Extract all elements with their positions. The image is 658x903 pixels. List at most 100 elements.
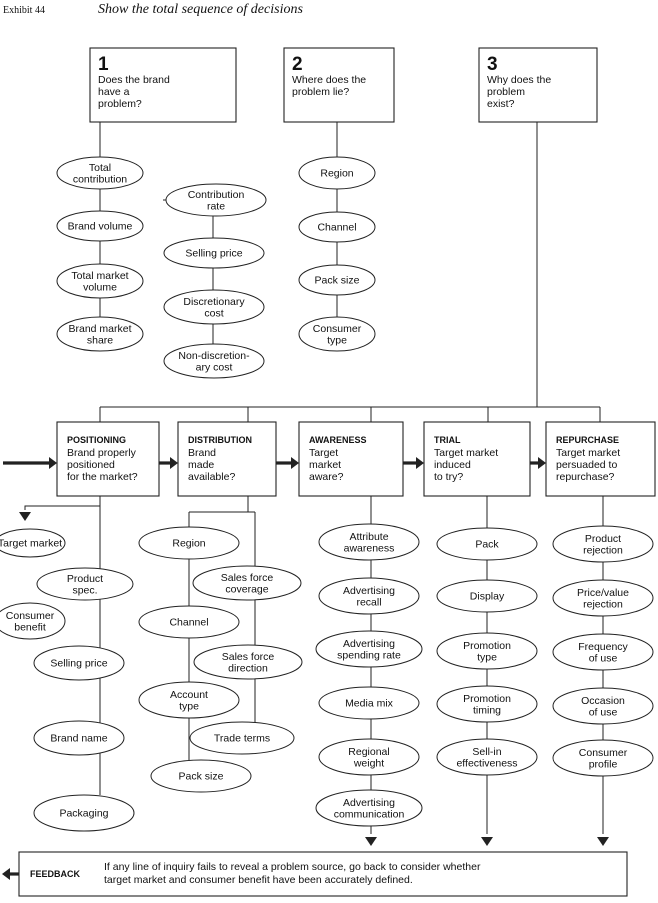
factor-ellipse <box>0 602 66 640</box>
factor-ellipse <box>315 789 423 827</box>
node-text-line: to try? <box>434 471 463 483</box>
node-text-line: Packaging <box>59 808 108 820</box>
stage-heading: AWARENESS <box>309 435 367 445</box>
factor-ellipse <box>552 579 654 617</box>
node-text-line: spec. <box>72 584 97 596</box>
factor-ellipse <box>138 681 240 719</box>
factor-ellipse <box>318 523 420 561</box>
factor-distribution-trade-terms: Trade terms <box>189 721 295 755</box>
node-text-line: Target market <box>0 538 62 550</box>
stage-box-frame <box>177 421 277 497</box>
stage-box-frame <box>56 421 160 497</box>
factor-positioning-selling-price: Selling price <box>33 645 125 681</box>
factor-ellipse <box>298 156 376 190</box>
node-text-line: Sales force <box>222 651 275 663</box>
factor-distribution-region: Region <box>138 526 240 560</box>
factor-q2-channel: Channel <box>298 211 376 243</box>
node-text-line: Sales force <box>221 572 274 584</box>
node-text-line: Consumer <box>6 610 55 622</box>
node-text-line: exist? <box>487 98 515 110</box>
arrow-right-icon <box>538 457 546 469</box>
node-text-line: Contribution <box>188 189 245 201</box>
arrow-down-icon <box>481 837 493 846</box>
exhibit-title: Show the total sequence of decisions <box>98 2 303 17</box>
node-text-line: Target <box>309 447 338 459</box>
node-text-line: Pack <box>475 539 499 551</box>
arrow-right-icon <box>291 457 299 469</box>
node-text-line: have a <box>98 86 130 98</box>
question-number: 3 <box>487 54 498 75</box>
stage-heading: DISTRIBUTION <box>188 435 252 445</box>
factor-ellipse <box>298 211 376 243</box>
factor-distribution-channel: Channel <box>138 605 240 639</box>
factor-ellipse <box>193 644 303 680</box>
node-text-line: Consumer <box>579 747 628 759</box>
factor-q1-selling-price: Selling price <box>163 237 265 269</box>
stage-heading: REPURCHASE <box>556 435 619 445</box>
node-text-line: type <box>477 651 497 663</box>
node-text-line: Price/value <box>577 587 629 599</box>
factor-ellipse <box>138 526 240 560</box>
feedback-label: FEEDBACK <box>30 869 81 879</box>
factor-ellipse <box>56 210 144 242</box>
connector-line <box>24 505 100 510</box>
question-box-frame <box>89 47 237 123</box>
node-text-line: induced <box>434 459 471 471</box>
factor-trial-pack: Pack <box>436 527 538 561</box>
factor-ellipse <box>436 527 538 561</box>
node-text-line: Regional <box>348 746 389 758</box>
factor-distribution-pack-size: Pack size <box>150 759 252 793</box>
node-text-line: Advertising <box>343 638 395 650</box>
factor-ellipse <box>436 685 538 723</box>
factor-q2-pack-size: Pack size <box>298 264 376 296</box>
arrow-right-icon <box>170 457 178 469</box>
arrow-left-icon <box>2 868 10 880</box>
node-text-line: awareness <box>344 542 395 554</box>
factor-ellipse <box>150 759 252 793</box>
factor-positioning-brand-name: Brand name <box>33 720 125 756</box>
factor-ellipse <box>318 577 420 615</box>
node-text-line: direction <box>228 662 268 674</box>
factor-ellipse <box>315 630 423 668</box>
factor-ellipse <box>163 343 265 379</box>
factor-q1-brand-volume: Brand volume <box>56 210 144 242</box>
factor-ellipse <box>163 237 265 269</box>
arrow-right-icon <box>49 457 57 469</box>
node-text-line: Product <box>585 533 621 545</box>
node-text-line: coverage <box>225 583 268 595</box>
arrow-down-icon <box>19 512 31 521</box>
node-text-line: of use <box>589 706 618 718</box>
factor-ellipse <box>436 738 538 776</box>
factor-ellipse <box>298 316 376 352</box>
node-text-line: spending rate <box>337 649 401 661</box>
node-text-line: Product <box>67 573 103 585</box>
node-text-line: problem lie? <box>292 86 349 98</box>
factor-ellipse <box>36 567 134 601</box>
node-text-line: Brand market <box>68 323 131 335</box>
feedback-box-frame <box>18 851 628 897</box>
node-text-line: Selling price <box>50 658 107 670</box>
factor-ellipse <box>56 316 144 352</box>
node-text-line: Non-discretion- <box>178 350 250 362</box>
node-text-line: positioned <box>67 459 115 471</box>
question-number: 1 <box>98 54 109 75</box>
question-box-frame <box>478 47 598 123</box>
node-text-line: Pack size <box>179 771 224 783</box>
factor-ellipse <box>56 156 144 190</box>
factor-positioning-packaging: Packaging <box>33 794 135 832</box>
exhibit-label: Exhibit 44 <box>3 5 45 16</box>
